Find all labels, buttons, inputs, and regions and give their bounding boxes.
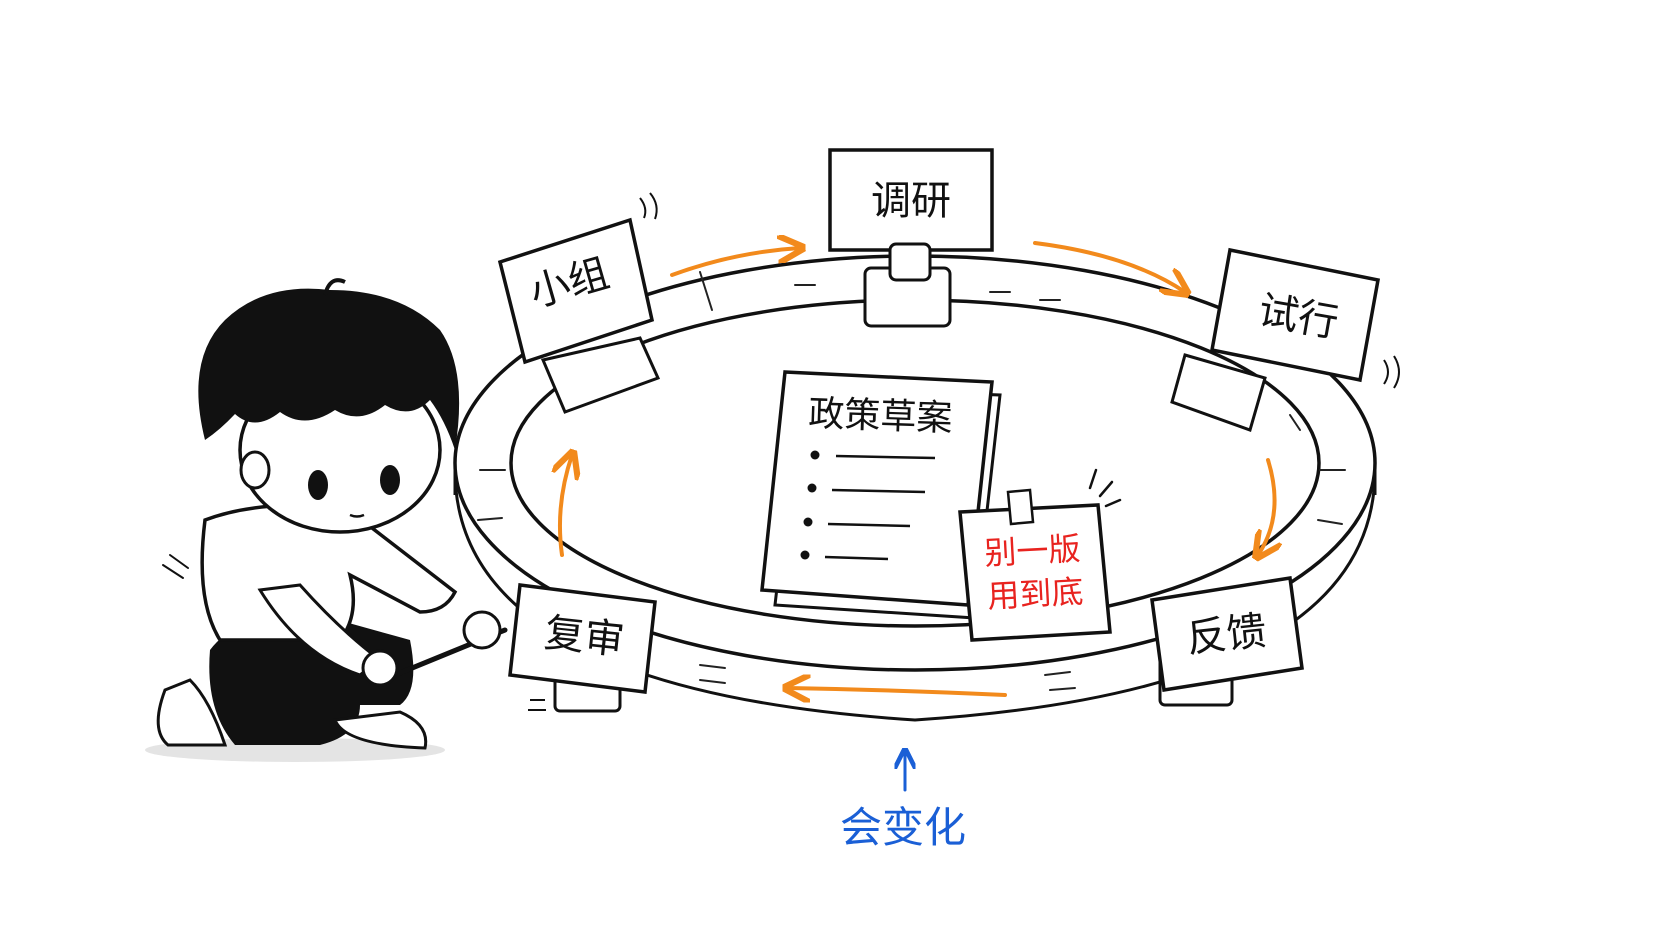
stage-label-research: 调研 [871,178,951,224]
person-illustration [145,278,508,762]
document-bullets [800,450,936,561]
stage-sign-feedback: 反馈 [1150,575,1304,693]
arrow-research-to-trial [1033,241,1185,292]
annotation-label: 会变化 [840,803,966,852]
track-dashes [477,271,1346,691]
stage-sign-group: 小组 [497,192,658,365]
sticky-note: 别一版 用到底 [958,468,1122,642]
arrow-feedback-to-review [788,688,1007,695]
change-annotation: 会变化 [840,752,966,852]
stage-sign-trial: 试行 [1209,247,1400,389]
arrow-trial-to-feedback [1258,458,1275,555]
tape-icon [1006,488,1035,526]
stage-label-review: 复审 [542,610,626,664]
arrow-group-to-research [670,248,800,277]
sticky-note-line1: 别一版 [983,530,1081,573]
stage-sign-research: 调研 [828,148,994,282]
arrow-review-to-group [560,455,572,557]
policy-draft-document: 政策草案 [760,370,1002,620]
sticky-note-line2: 用到底 [986,573,1084,616]
flow-arrows [560,243,1275,695]
document-title: 政策草案 [808,394,953,440]
stage-label-feedback: 反馈 [1184,608,1268,662]
stage-sign-review: 复审 [508,583,657,711]
